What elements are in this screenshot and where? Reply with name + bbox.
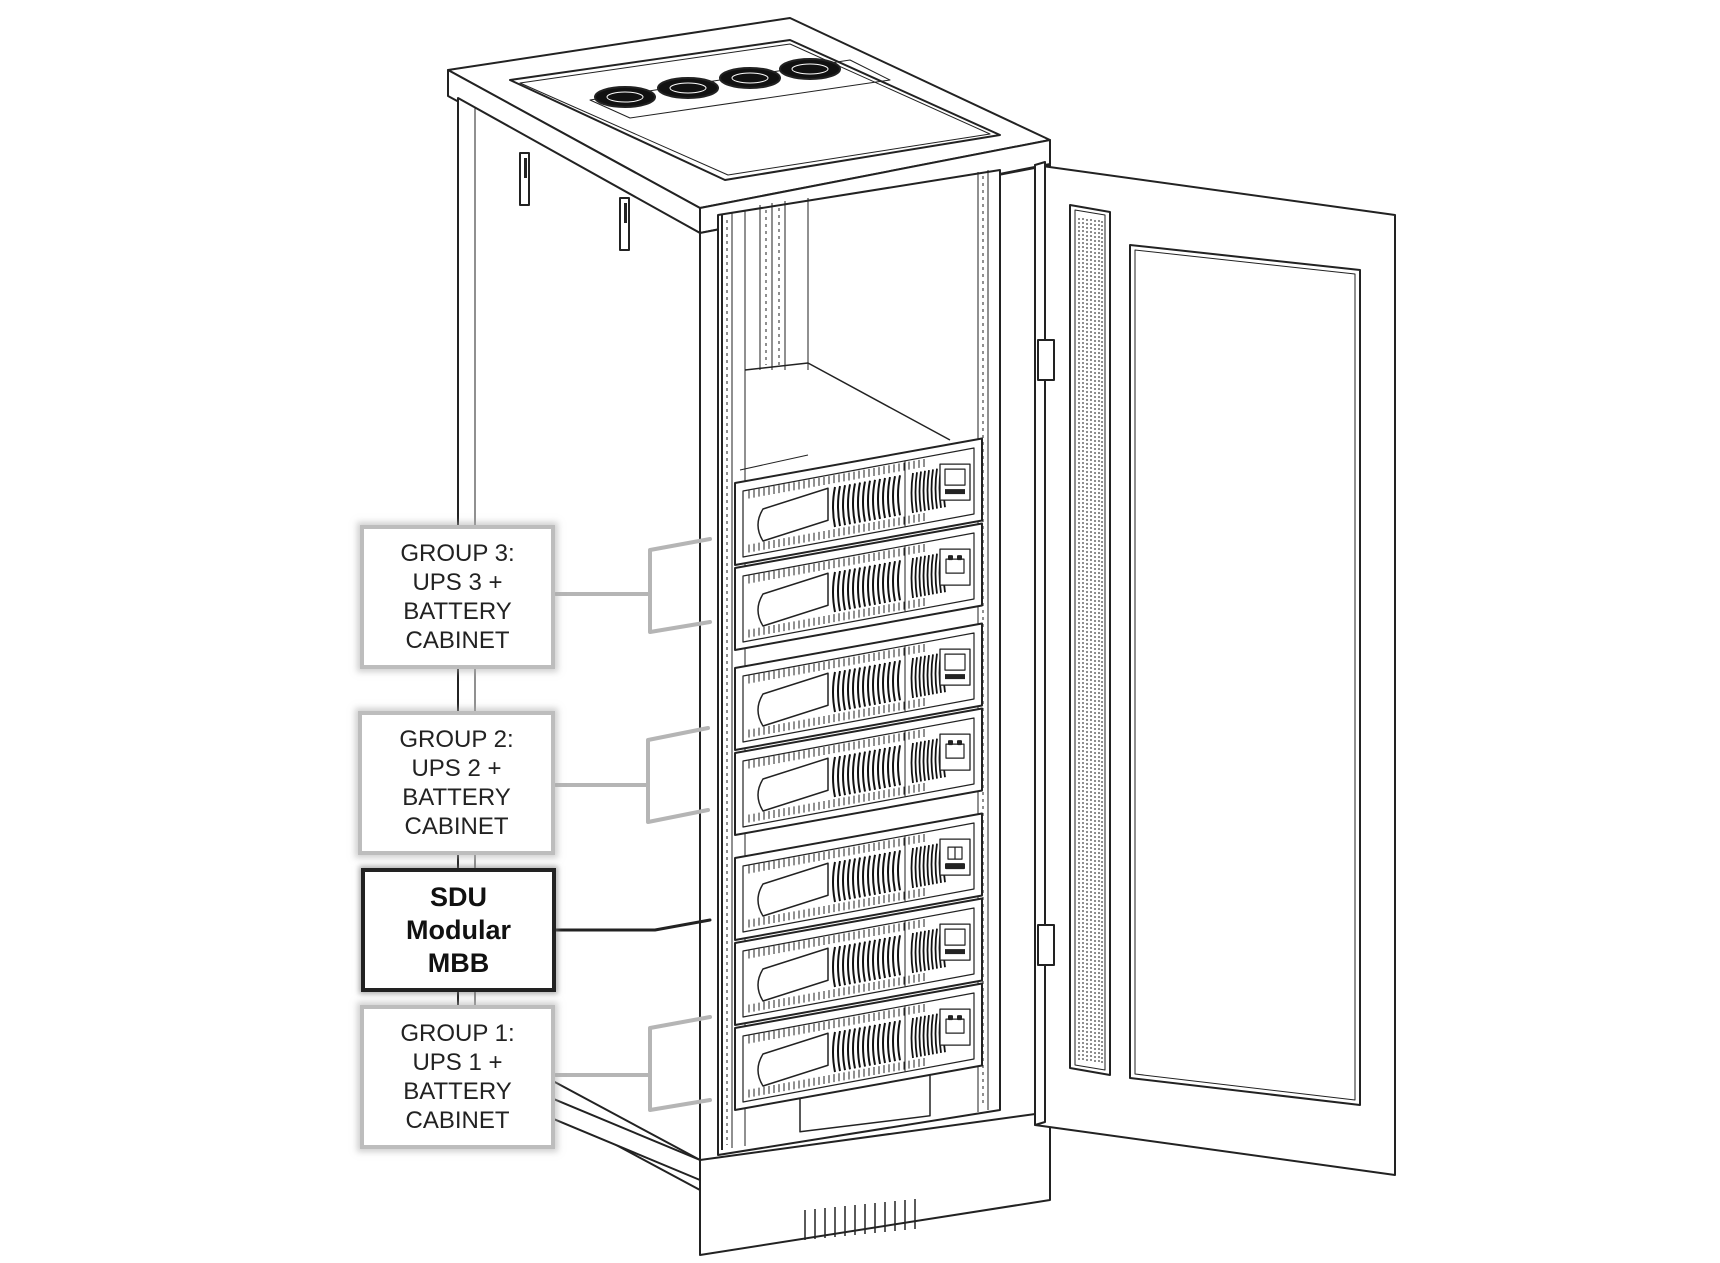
battery-icon — [945, 1015, 965, 1034]
callout-sdu-line1: SDU — [429, 881, 487, 912]
lcd-display-icon — [944, 653, 966, 680]
leader-group3 — [554, 537, 712, 634]
brand-logo-icon — [945, 846, 965, 870]
door-vent-perforation — [1078, 218, 1103, 1065]
leader-group1 — [554, 1015, 712, 1112]
leader-lines — [554, 537, 712, 1112]
callout-group2: GROUP 2: UPS 2 + BATTERY CABINET — [358, 711, 555, 855]
callout-sdu-modular-mbb: SDU Modular MBB — [361, 868, 556, 992]
battery-icon — [945, 555, 965, 574]
callout-group3: GROUP 3: UPS 3 + BATTERY CABINET — [360, 525, 555, 669]
rack-unit — [734, 707, 983, 836]
callout-group3-line2: UPS 3 + — [412, 569, 503, 596]
cabinet-door — [1034, 161, 1396, 1176]
callout-group1-line4: CABINET — [405, 1107, 510, 1134]
callout-group3-line1: GROUP 3: — [400, 540, 515, 567]
rack-unit — [734, 622, 983, 751]
lcd-display-icon — [944, 468, 966, 495]
rack-unit — [734, 897, 983, 1026]
lcd-display-icon — [944, 928, 966, 955]
rack-units — [734, 437, 983, 1111]
fan-icon — [594, 58, 841, 108]
battery-icon — [945, 740, 965, 759]
rack-unit — [734, 522, 983, 651]
leader-sdu — [554, 918, 712, 932]
callout-group1-line2: UPS 1 + — [412, 1049, 503, 1076]
rack-unit — [734, 812, 983, 941]
callout-group2-line3: BATTERY — [402, 784, 511, 811]
callout-sdu-line3: MBB — [427, 947, 490, 978]
callout-group3-line4: CABINET — [405, 627, 510, 654]
rack-unit — [734, 982, 983, 1111]
rack-unit — [734, 437, 983, 566]
callout-sdu-line2: Modular — [406, 914, 511, 945]
callout-group2-line4: CABINET — [404, 813, 509, 840]
callout-group2-line2: UPS 2 + — [411, 755, 502, 782]
callout-group1-line3: BATTERY — [403, 1078, 512, 1105]
leader-group2 — [554, 726, 710, 824]
callout-group2-line1: GROUP 2: — [399, 726, 514, 753]
callout-group3-line3: BATTERY — [403, 598, 512, 625]
callout-group1-line1: GROUP 1: — [400, 1020, 515, 1047]
callout-group1: GROUP 1: UPS 1 + BATTERY CABINET — [360, 1005, 555, 1149]
